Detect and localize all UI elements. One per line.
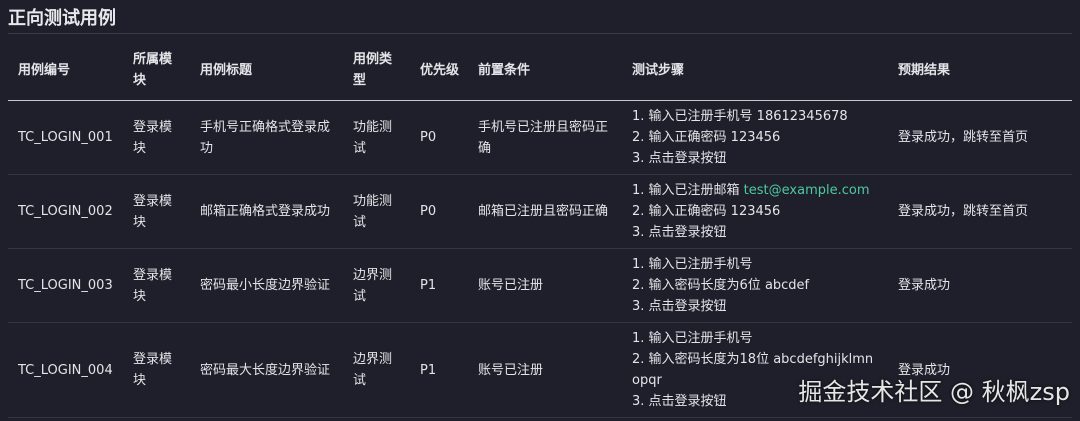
- case-type-cell: 边界测试: [343, 248, 410, 323]
- header-expected: 预期结果: [888, 40, 1072, 101]
- test-step: 3. 点击登录按钮: [632, 222, 880, 243]
- expected-cell: 登录成功: [888, 322, 1072, 418]
- header-type: 用例类型: [343, 40, 410, 101]
- test-case-table: 用例编号 所属模块 用例标题 用例类型 优先级 前置条件 测试步骤 预期结果 T…: [8, 40, 1072, 418]
- test-step: 3. 点击登录按钮: [632, 148, 880, 169]
- priority-cell: P0: [410, 174, 468, 249]
- precondition-cell: 手机号已注册且密码正确: [468, 100, 622, 175]
- case-type-cell: 边界测试: [343, 322, 410, 418]
- test-step: 2. 输入正确密码 123456: [632, 201, 880, 222]
- expected-cell: 登录成功: [888, 248, 1072, 323]
- step-text: 1. 输入已注册手机号 18612345678: [632, 109, 848, 124]
- case-id-cell: TC_LOGIN_002: [8, 174, 123, 249]
- table-header-row: 用例编号 所属模块 用例标题 用例类型 优先级 前置条件 测试步骤 预期结果: [8, 40, 1072, 101]
- case-title-cell: 邮箱正确格式登录成功: [190, 174, 343, 249]
- header-id: 用例编号: [8, 40, 123, 101]
- header-steps: 测试步骤: [622, 40, 888, 101]
- test-step: 1. 输入已注册手机号 18612345678: [632, 106, 880, 127]
- case-type-cell: 功能测试: [343, 174, 410, 249]
- test-step: 1. 输入已注册手机号: [632, 254, 880, 275]
- case-id-cell: TC_LOGIN_003: [8, 248, 123, 323]
- case-title-cell: 手机号正确格式登录成功: [190, 100, 343, 175]
- precondition-cell: 邮箱已注册且密码正确: [468, 174, 622, 249]
- precondition-cell: 账号已注册: [468, 322, 622, 418]
- case-title-cell: 密码最小长度边界验证: [190, 248, 343, 323]
- header-priority: 优先级: [410, 40, 468, 101]
- watermark: 掘金技术社区 @ 秋枫zsp: [798, 378, 1070, 406]
- steps-cell: 1. 输入已注册手机号 2. 输入密码长度为18位 abcdefghijklmno…: [622, 322, 888, 418]
- case-id-cell: TC_LOGIN_004: [8, 322, 123, 418]
- expected-cell: 登录成功，跳转至首页: [888, 100, 1072, 175]
- step-text: 2. 输入密码长度为18位 abcdefghijklmnopqr: [632, 352, 874, 388]
- step-text: 3. 点击登录按钮: [632, 151, 727, 166]
- test-step: 2. 输入密码长度为18位 abcdefghijklmnopqr: [632, 349, 880, 391]
- case-title-cell: 密码最大长度边界验证: [190, 322, 343, 418]
- module-cell: 登录模块: [123, 100, 190, 175]
- test-step: 3. 点击登录按钮: [632, 296, 880, 317]
- step-text: 2. 输入密码长度为6位 abcdef: [632, 278, 810, 293]
- case-type-cell: 功能测试: [343, 100, 410, 175]
- test-step: 1. 输入已注册手机号: [632, 328, 880, 349]
- step-text: 2. 输入正确密码 123456: [632, 130, 781, 145]
- step-text: 3. 点击登录按钮: [632, 394, 727, 409]
- steps-cell: 1. 输入已注册手机号 18612345678 2. 输入正确密码 123456 3…: [622, 100, 888, 175]
- priority-cell: P1: [410, 322, 468, 418]
- module-cell: 登录模块: [123, 322, 190, 418]
- title-divider: [8, 33, 1072, 34]
- case-id-cell: TC_LOGIN_001: [8, 100, 123, 175]
- step-text: 2. 输入正确密码 123456: [632, 204, 781, 219]
- expected-cell: 登录成功，跳转至首页: [888, 174, 1072, 249]
- steps-cell: 1. 输入已注册邮箱 test@example.com 2. 输入正确密码 123…: [622, 174, 888, 249]
- module-cell: 登录模块: [123, 248, 190, 323]
- header-module: 所属模块: [123, 40, 190, 101]
- test-step: 3. 点击登录按钮: [632, 391, 880, 412]
- step-text: 3. 点击登录按钮: [632, 225, 727, 240]
- priority-cell: P0: [410, 100, 468, 175]
- steps-cell: 1. 输入已注册手机号 2. 输入密码长度为6位 abcdef 3. 点击登录按钮: [622, 248, 888, 323]
- step-text: 1. 输入已注册邮箱: [632, 183, 744, 198]
- header-title: 用例标题: [190, 40, 343, 101]
- header-precondition: 前置条件: [468, 40, 622, 101]
- step-text: 3. 点击登录按钮: [632, 299, 727, 314]
- test-step: 2. 输入正确密码 123456: [632, 127, 880, 148]
- test-step: 1. 输入已注册邮箱 test@example.com: [632, 180, 880, 201]
- module-cell: 登录模块: [123, 174, 190, 249]
- test-step: 2. 输入密码长度为6位 abcdef: [632, 275, 880, 296]
- step-code: test@example.com: [743, 183, 870, 198]
- section-title: 正向测试用例: [8, 8, 116, 29]
- precondition-cell: 账号已注册: [468, 248, 622, 323]
- step-text: 1. 输入已注册手机号: [632, 331, 753, 346]
- step-text: 1. 输入已注册手机号: [632, 257, 753, 272]
- priority-cell: P1: [410, 248, 468, 323]
